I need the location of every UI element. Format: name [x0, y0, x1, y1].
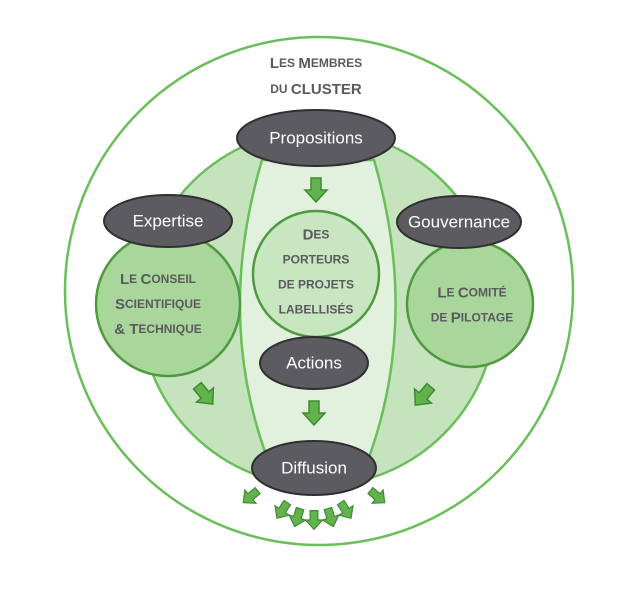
- group-label-line: LE CONSEIL: [120, 271, 196, 288]
- group-label-line: DE PROJETS: [278, 278, 354, 292]
- actions-label: Actions: [286, 354, 342, 373]
- down-right-arrow-icon: [192, 381, 215, 406]
- flow-arrows: [192, 177, 436, 427]
- propositions-ellipse[interactable]: [236, 109, 396, 167]
- expertise-label: Expertise: [133, 212, 204, 231]
- porteurs-projets-label: DES PORTEURS DE PROJETS LABELLISÉS: [278, 226, 354, 317]
- expertise-ellipse[interactable]: [103, 194, 233, 248]
- gouvernance-node[interactable]: Gouvernance: [396, 195, 522, 249]
- actions-ellipse[interactable]: [259, 336, 369, 390]
- down-arrow-icon: [301, 400, 327, 427]
- group-label-line: LE COMITÉ: [437, 284, 506, 301]
- diffusion-node[interactable]: Diffusion: [251, 440, 377, 496]
- conseil-scientifique-label: LE CONSEIL SCIENTIFIQUE & TECHNIQUE: [114, 271, 202, 338]
- diffusion-arrow-icon: [304, 510, 324, 531]
- group-label-line: PORTEURS: [283, 253, 350, 267]
- title-line: LES MEMBRES: [270, 55, 362, 72]
- diffusion-ellipse[interactable]: [251, 440, 377, 496]
- title-line: DU CLUSTER: [270, 81, 362, 98]
- diffusion-arrow-icon: [274, 499, 292, 520]
- diffusion-arrows: [242, 486, 386, 531]
- outer-ring: [63, 35, 575, 547]
- diffusion-arrow-icon: [336, 499, 354, 520]
- gouvernance-label: Gouvernance: [408, 213, 510, 232]
- group-label-line: DE PILOTAGE: [431, 309, 513, 326]
- down-left-arrow-icon: [413, 382, 436, 407]
- comite-pilotage-circle: [405, 239, 535, 369]
- group-label-line: SCIENTIFIQUE: [115, 296, 201, 313]
- down-arrow-icon: [303, 177, 329, 204]
- diffusion-arrow-icon: [367, 486, 386, 504]
- comite-pilotage-label: LE COMITÉ DE PILOTAGE: [431, 284, 513, 326]
- diffusion-arrow-icon: [242, 486, 261, 504]
- diffusion-arrow-icon: [288, 506, 308, 528]
- diffusion-arrow-icon: [320, 506, 340, 528]
- gouvernance-ellipse[interactable]: [396, 195, 522, 249]
- group-label-line: LABELLISÉS: [279, 302, 354, 317]
- group-label-line: & TECHNIQUE: [114, 321, 202, 338]
- expertise-node[interactable]: Expertise: [103, 194, 233, 248]
- diffusion-label: Diffusion: [281, 459, 347, 478]
- group-label-line: DES: [303, 226, 330, 243]
- propositions-label: Propositions: [269, 129, 363, 148]
- propositions-node[interactable]: Propositions: [236, 109, 396, 167]
- actions-node[interactable]: Actions: [259, 336, 369, 390]
